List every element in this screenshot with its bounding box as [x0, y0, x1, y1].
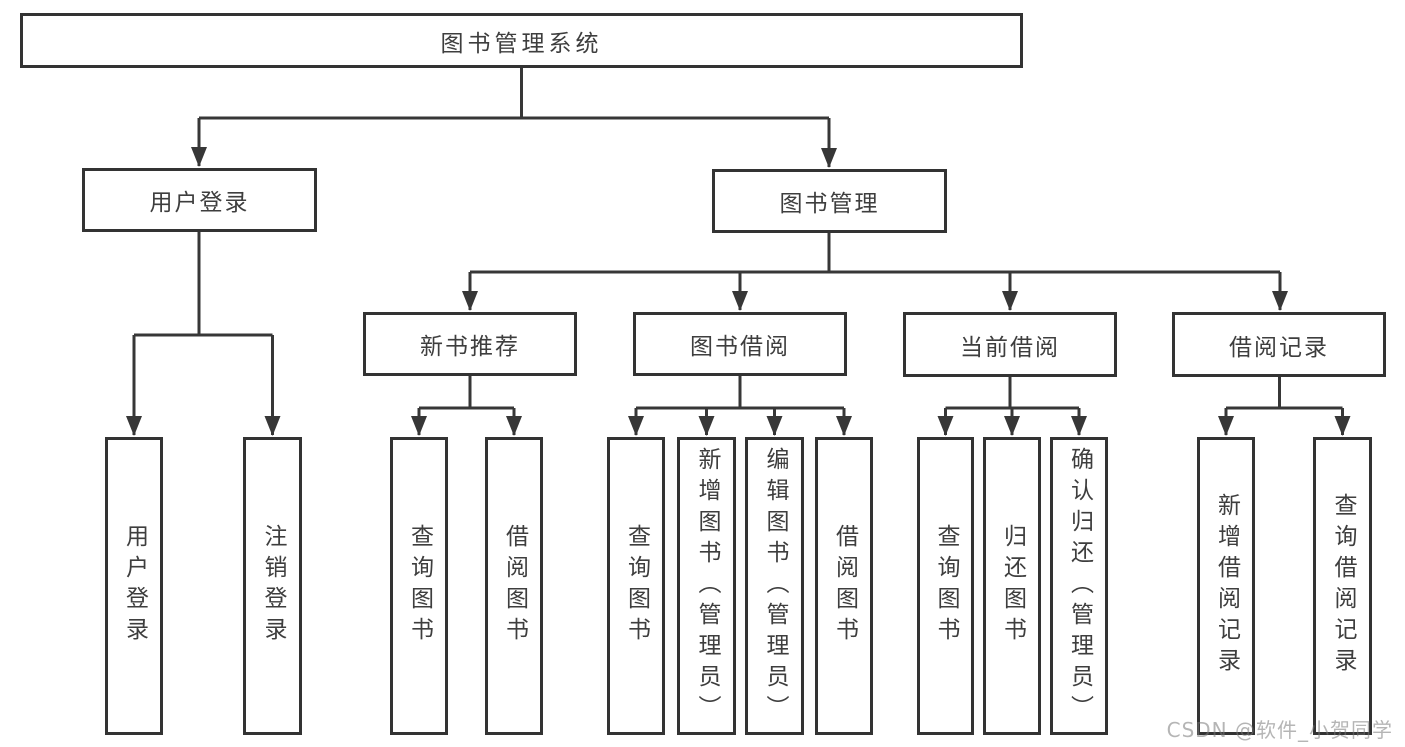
- leaf-bb-query-book: 查询图书: [607, 437, 665, 735]
- leaf-bb-add-book: 新增图书（管理员）: [677, 437, 736, 735]
- leaf-cb-return-book: 归还图书: [983, 437, 1041, 735]
- node-current-borrow: 当前借阅: [903, 312, 1117, 377]
- leaf-cb-confirm-return: 确认归还（管理员）: [1050, 437, 1108, 735]
- leaf-user-login: 用户登录: [105, 437, 163, 735]
- node-book-borrow: 图书借阅: [633, 312, 847, 376]
- leaf-br-query-record: 查询借阅记录: [1313, 437, 1372, 735]
- node-book-mgmt: 图书管理: [712, 169, 947, 233]
- leaf-br-add-record: 新增借阅记录: [1197, 437, 1255, 735]
- connector-book-borrow-split: [636, 376, 844, 410]
- leaf-logout: 注销登录: [243, 437, 302, 735]
- leaf-bb-borrow-book: 借阅图书: [815, 437, 873, 735]
- leaf-nb-query-book: 查询图书: [390, 437, 448, 735]
- node-new-book-rec: 新书推荐: [363, 312, 577, 376]
- leaf-nb-borrow-book: 借阅图书: [485, 437, 543, 735]
- connector-current-borrow-split: [945, 377, 1079, 410]
- connector-new-book-rec-split: [419, 376, 514, 410]
- connector-root-to-level2: [199, 68, 829, 120]
- connector-user-login-split: [134, 232, 273, 337]
- connector-book-mgmt-split: [470, 233, 1280, 274]
- leaf-bb-edit-book: 编辑图书（管理员）: [745, 437, 804, 735]
- leaf-cb-query-book: 查询图书: [917, 437, 974, 735]
- node-root-system: 图书管理系统: [20, 13, 1023, 68]
- node-borrow-records: 借阅记录: [1172, 312, 1386, 377]
- node-user-login: 用户登录: [82, 168, 317, 232]
- connector-borrow-records-split: [1226, 377, 1343, 410]
- csdn-watermark: CSDN @软件_小贺同学: [1166, 718, 1393, 742]
